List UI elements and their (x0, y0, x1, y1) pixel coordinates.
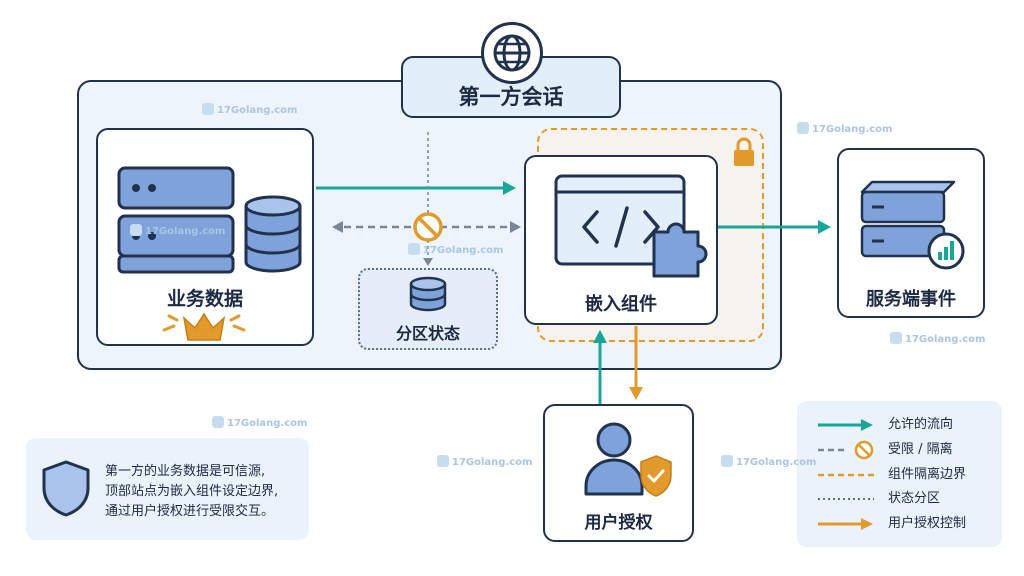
legend-item-label: 状态分区 (888, 491, 941, 506)
session-title: 第一方会话 (458, 85, 564, 109)
watermark: 17Golang.com (797, 122, 892, 135)
embedded-component-label: 嵌入组件 (585, 294, 657, 315)
trust-note-text: 第一方的业务数据是可信源, 顶部站点为嵌入组件设定边界, 通过用户授权进行受限交… (105, 462, 305, 522)
note-line: 第一方的业务数据是可信源, (105, 464, 266, 479)
watermark: 17Golang.com (212, 416, 307, 429)
legend-item-label: 允许的流向 (888, 417, 954, 432)
globe-icon (493, 34, 531, 72)
business-data-node (96, 128, 314, 346)
watermark: 17Golang.com (890, 332, 985, 345)
legend-item-label: 用户授权控制 (888, 516, 967, 531)
legend-item-label: 组件隔离边界 (888, 467, 967, 482)
server-events-label: 服务端事件 (866, 289, 956, 310)
legend-item-label: 受限 / 隔离 (888, 442, 953, 457)
watermark: 17Golang.com (130, 224, 225, 237)
globe-badge (481, 22, 543, 84)
note-line: 通过用户授权进行受限交互。 (105, 504, 275, 519)
watermark: 17Golang.com (408, 243, 503, 256)
watermark: 17Golang.com (202, 103, 297, 116)
note-line: 顶部站点为嵌入组件设定边界, (105, 484, 279, 499)
watermark: 17Golang.com (437, 455, 532, 468)
partition-state-label: 分区状态 (395, 324, 460, 343)
business-data-label: 业务数据 (166, 288, 243, 310)
user-authorization-label: 用户授权 (584, 513, 653, 533)
watermark: 17Golang.com (721, 455, 816, 468)
